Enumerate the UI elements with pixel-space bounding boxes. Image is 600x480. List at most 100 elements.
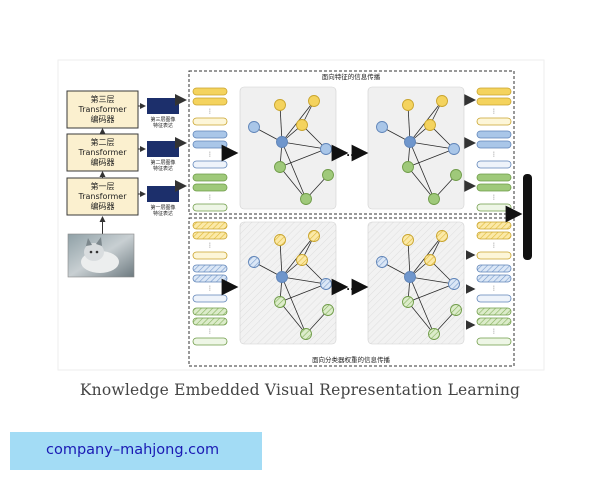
token-g bbox=[476, 203, 512, 212]
graph-node-y bbox=[308, 95, 320, 107]
graph-node-g bbox=[428, 193, 440, 205]
graph-node-g bbox=[450, 304, 462, 316]
feature-layer-1: 第一层图像 特征表达 bbox=[147, 186, 179, 217]
token-g bbox=[192, 317, 228, 326]
encoder-layer-2: 第二层 Transformer 编码器 bbox=[66, 133, 139, 172]
graph-node-g bbox=[428, 328, 440, 340]
feature-label-1: 第二层图像 bbox=[150, 159, 175, 166]
token-dots: ⋮ bbox=[207, 108, 213, 115]
encoder-label-3: 编码器 bbox=[91, 201, 115, 211]
token-b bbox=[192, 294, 228, 303]
token-b bbox=[476, 140, 512, 149]
ellipsis-top: ... bbox=[346, 148, 357, 159]
token-b bbox=[192, 274, 228, 283]
graph-edge bbox=[405, 239, 411, 278]
token-g bbox=[476, 173, 512, 182]
graph-node-g bbox=[402, 161, 414, 173]
graph-edge bbox=[407, 283, 455, 303]
token-g bbox=[192, 307, 228, 316]
token-b bbox=[192, 140, 228, 149]
token-dots: ⋮ bbox=[207, 328, 213, 335]
graph-edge bbox=[407, 148, 455, 168]
feature-arrows bbox=[138, 103, 146, 197]
graph-edge bbox=[277, 104, 283, 143]
encoder-label-1: 第三层 bbox=[91, 94, 115, 104]
output-bar bbox=[523, 174, 532, 260]
graph-node-y bbox=[436, 230, 448, 242]
token-y bbox=[192, 87, 228, 96]
token-g bbox=[476, 307, 512, 316]
classifier-propagation-panel bbox=[188, 217, 515, 367]
token-y bbox=[192, 97, 228, 106]
graph-node-b bbox=[448, 143, 460, 155]
token-b bbox=[192, 160, 228, 169]
token-y bbox=[192, 231, 228, 240]
token-y bbox=[476, 117, 512, 126]
feature-layer-3: 第三层图像 特征表达 bbox=[147, 98, 179, 129]
token-g bbox=[476, 183, 512, 192]
token-y bbox=[192, 221, 228, 230]
token-b bbox=[192, 264, 228, 273]
token-y bbox=[476, 221, 512, 230]
top-panel-title: 面向特征的信息传播 bbox=[322, 72, 381, 81]
token-dots: ⋮ bbox=[491, 328, 497, 335]
token-columns: ⋮⋮⋮⋮⋮⋮⋮⋮⋮⋮⋮⋮ bbox=[175, 87, 512, 346]
graph-node-b bbox=[320, 143, 332, 155]
encoder-label-2: Transformer bbox=[77, 105, 127, 114]
feature-propagation-panel bbox=[188, 70, 515, 215]
token-dots: ⋮ bbox=[491, 242, 497, 249]
graph-node-y bbox=[424, 119, 436, 131]
graph-edge bbox=[407, 301, 435, 335]
bottom-panel-title: 面向分类器权重的信息传播 bbox=[312, 355, 391, 364]
encoder-label-1: 第二层 bbox=[91, 137, 115, 147]
feature-label-2: 特征表达 bbox=[153, 210, 173, 217]
graph-node-g bbox=[402, 296, 414, 308]
graph-edge bbox=[279, 283, 327, 303]
graph-edge bbox=[281, 276, 327, 286]
graph-node-b bbox=[376, 121, 388, 133]
graph-node-g bbox=[300, 328, 312, 340]
encoder-label-2: Transformer bbox=[77, 192, 127, 201]
graph-node-b bbox=[276, 136, 288, 148]
graph-node-b bbox=[404, 136, 416, 148]
graph-edge bbox=[281, 141, 307, 200]
token-g bbox=[192, 173, 228, 182]
ellipsis-bottom: ... bbox=[346, 282, 357, 293]
graph-node-g bbox=[300, 193, 312, 205]
graph-node-y bbox=[296, 119, 308, 131]
graph-node-y bbox=[274, 99, 286, 111]
graph-edge bbox=[409, 141, 455, 151]
watermark-banner: company–mahjong.com bbox=[10, 432, 262, 470]
graph-node-b bbox=[376, 256, 388, 268]
graph-node-b bbox=[248, 256, 260, 268]
token-dots: ⋮ bbox=[207, 151, 213, 158]
graph-node-g bbox=[322, 304, 334, 316]
graph-edge bbox=[281, 276, 307, 335]
feature-label-1: 第一层图像 bbox=[150, 204, 175, 211]
graph-edge bbox=[279, 148, 327, 168]
feature-label-1: 第三层图像 bbox=[150, 116, 175, 123]
graph-edge bbox=[409, 276, 435, 335]
token-y bbox=[192, 251, 228, 260]
graph-node-y bbox=[424, 254, 436, 266]
token-dots: ⋮ bbox=[491, 194, 497, 201]
graph-edge bbox=[405, 104, 411, 143]
graph-node-y bbox=[402, 99, 414, 111]
feature-layer-2: 第二层图像 特征表达 bbox=[147, 141, 179, 172]
token-y bbox=[476, 97, 512, 106]
graph-node-b bbox=[248, 121, 260, 133]
graph-node-y bbox=[296, 254, 308, 266]
token-b bbox=[476, 264, 512, 273]
token-dots: ⋮ bbox=[207, 194, 213, 201]
token-g bbox=[476, 317, 512, 326]
token-g bbox=[192, 203, 228, 212]
token-g bbox=[476, 337, 512, 346]
token-b bbox=[476, 274, 512, 283]
graph-node-y bbox=[308, 230, 320, 242]
token-y bbox=[476, 231, 512, 240]
token-dots: ⋮ bbox=[491, 285, 497, 292]
graph-edge bbox=[279, 301, 307, 335]
graph-node-g bbox=[322, 169, 334, 181]
graph-node-b bbox=[448, 278, 460, 290]
